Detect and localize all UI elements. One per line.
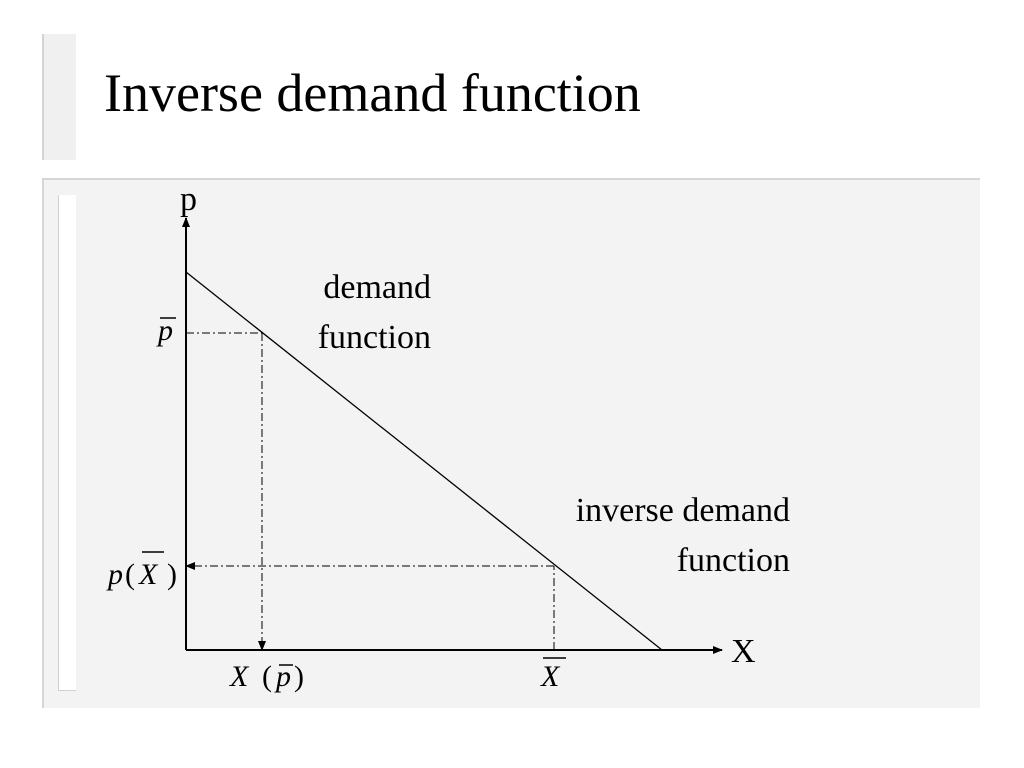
x-of-p-bar-open-paren: ( xyxy=(262,660,272,693)
x-of-p-bar-arg: p xyxy=(274,660,291,693)
tick-label-p-bar: p xyxy=(156,314,176,347)
tick-label-x-bar: X xyxy=(540,657,566,693)
p-of-x-bar-func: p xyxy=(106,558,123,591)
p-of-x-bar-close-paren: ) xyxy=(167,558,177,591)
inverse-demand-function-label-line2: function xyxy=(677,542,790,579)
y-axis-label: p xyxy=(180,181,197,218)
x-of-p-bar-func: X xyxy=(229,660,250,693)
content-panel xyxy=(42,178,980,708)
demand-curve xyxy=(185,271,663,651)
tick-label-p-of-x-bar: p ( X ) xyxy=(106,551,177,591)
tick-label-x-of-p-bar: X ( p ) xyxy=(229,660,304,693)
panel-accent-bar xyxy=(58,195,76,691)
x-axis-label: X xyxy=(731,633,756,670)
demand-function-label-line2: function xyxy=(318,319,431,356)
p-of-x-bar-open-paren: ( xyxy=(125,558,135,591)
p-bar-symbol: p xyxy=(156,314,173,347)
title-accent-bar xyxy=(42,34,76,160)
p-of-x-bar-arg: X xyxy=(138,558,159,591)
x-bar-symbol: X xyxy=(540,660,561,693)
slide-title: Inverse demand function xyxy=(104,63,641,123)
x-of-p-bar-close-paren: ) xyxy=(294,660,304,693)
inverse-demand-function-label-line1: inverse demand xyxy=(576,492,790,529)
demand-function-label-line1: demand xyxy=(323,269,431,306)
